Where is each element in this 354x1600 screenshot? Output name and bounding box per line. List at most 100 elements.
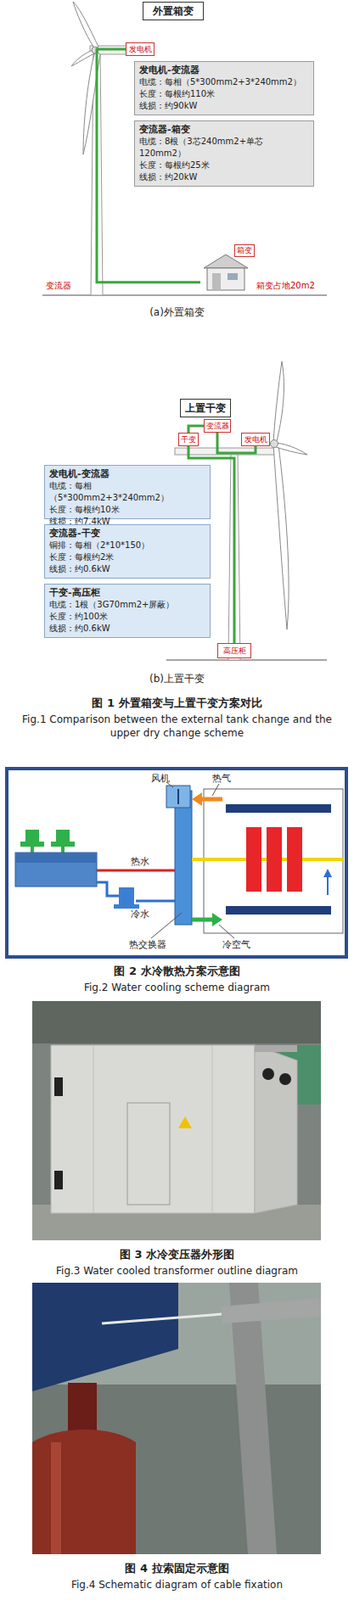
- transformer-photo-shape: [254, 1045, 298, 1214]
- water-cooling-scheme-shape: [286, 827, 303, 893]
- node-heading: 变流器-干变: [49, 528, 206, 540]
- water-cooling-scheme-shape: [191, 918, 214, 923]
- node-heading: 干变-高压柜: [49, 587, 206, 600]
- node-heading: 变流器: [206, 421, 230, 433]
- cable-fixation-photo-shape: [32, 1430, 136, 1556]
- turbine-b-shape: [273, 443, 308, 456]
- water-cooling-scheme-shape: [15, 853, 97, 888]
- info-box: 变流器-箱变电缆：8根（3芯240mm2+单芯120mm2）长度：每根约25米线…: [134, 120, 315, 187]
- water-cooling-scheme-shape: [200, 797, 223, 803]
- scheme-tag: 上置干变: [179, 398, 231, 418]
- node-text: 长度：约100米: [49, 611, 206, 624]
- node-heading: 发电机-变流器: [49, 468, 206, 481]
- node-text: 线损：约0.6kW: [49, 563, 206, 576]
- node-heading: 上置干变: [185, 401, 226, 416]
- part-box: 发电机: [241, 432, 270, 447]
- figure-title: 图 1 外置箱变与上置干变方案对比: [0, 696, 354, 712]
- turbine-b-shape: [273, 361, 284, 443]
- figure-title: 图 3 水冷变压器外形图: [0, 1247, 354, 1264]
- transformer-photo-shape: [262, 1068, 275, 1081]
- water-cooling-scheme-shape: [15, 853, 97, 864]
- water-cooling-scheme-shape: [246, 827, 262, 893]
- turbine-a: [42, 1, 327, 296]
- info-box: 变流器-干变铜排：每相（2*10*150）长度：每根约2米线损：约0.6kW: [44, 524, 211, 579]
- transformer-photo-shape: [50, 1045, 255, 1214]
- water-cooling-scheme-shape: [266, 827, 282, 893]
- part-box: 发电机: [125, 42, 155, 57]
- transformer-photo-shape: [54, 1171, 63, 1191]
- water-cooling-scheme-shape: [219, 925, 235, 939]
- callout-label: 风机: [147, 772, 174, 786]
- water-cooling-scheme-shape: [166, 786, 191, 809]
- part-box: 变流器: [203, 419, 231, 433]
- window: [227, 273, 238, 281]
- callout-label: 热气: [208, 772, 235, 786]
- figure-title: 图 2 水冷散热方案示意图: [0, 964, 354, 980]
- water-cooling-scheme-shape: [25, 830, 40, 843]
- water-cooling-scheme-shape: [323, 869, 332, 878]
- water-cooling-scheme-shape: [212, 913, 223, 928]
- cable-fixation-photo-shape: [229, 1283, 277, 1556]
- turbine-a-shape: [73, 1, 99, 50]
- water-cooling-scheme-shape: [212, 784, 220, 797]
- node-text: 线损：约0.6kW: [49, 623, 206, 635]
- callout-label: 热交换器: [123, 938, 172, 952]
- figure-title-en: Fig.4 Schematic diagram of cable fixatio…: [0, 1578, 354, 1593]
- water-cooling-scheme-shape: [174, 791, 192, 926]
- water-cooling-scheme-shape: [50, 842, 75, 848]
- water-cooling-scheme-shape: [96, 882, 119, 897]
- scheme-tag: 外置箱变: [142, 1, 204, 21]
- water-cooling-scheme-shape: [177, 789, 180, 805]
- transformer-photo-shape: [93, 1045, 95, 1214]
- figure-title-en: Fig.2 Water cooling scheme diagram: [0, 981, 354, 995]
- water-cooling-scheme-shape: [135, 900, 175, 904]
- node-text: 线损：约90kW: [139, 100, 310, 113]
- transformer-photo-shape: [212, 1045, 214, 1214]
- transformer-photo: [32, 1001, 321, 1242]
- cable-fixation-photo-shape: [32, 1283, 321, 1556]
- node-text: 长度：每根约25米: [139, 159, 310, 172]
- node-heading: 外置箱变: [152, 4, 194, 19]
- turbine-b-shape: [166, 659, 327, 662]
- cable-fixation-photo-shape: [67, 1383, 97, 1435]
- cable-fixation-photo: [32, 1283, 321, 1556]
- transformer-photo-shape: [32, 1001, 321, 1045]
- turbine-a-shape: [42, 294, 327, 297]
- subfigure-caption: (a)外置箱变: [0, 305, 354, 321]
- node-text: 电缆：1根（3G70mm2+屏蔽）: [49, 599, 206, 612]
- part-box: 高压柜: [217, 643, 252, 659]
- water-cooling-scheme-shape: [225, 906, 332, 916]
- node-text: 电缆：每相（5*300mm2+3*240mm2）: [49, 480, 206, 505]
- cable-connector: [188, 426, 204, 433]
- part-box: 干变: [178, 432, 199, 447]
- node-heading: 发电机: [244, 434, 268, 446]
- callout-label: 冷空气: [217, 938, 255, 952]
- node-text: 长度：每根约110米: [139, 88, 310, 101]
- node-heading: 变流器-箱变: [139, 123, 310, 136]
- water-cooling-scheme-shape: [113, 904, 140, 910]
- part-label: 变流器: [45, 280, 92, 293]
- water-cooling-scheme-shape: [96, 870, 175, 873]
- transformer-photo-shape: [254, 1045, 298, 1053]
- turbine-b-shape: [273, 444, 289, 630]
- cable-fixation-photo-shape: [220, 1298, 321, 1325]
- water-cooling-scheme-shape: [151, 913, 182, 939]
- node-heading: 发电机-变流器: [139, 64, 310, 77]
- node-text: 铜排：每相（2*10*150）: [49, 539, 206, 552]
- callout-label: 冷水: [127, 908, 153, 922]
- transformer-photo-shape: [127, 1103, 170, 1206]
- info-box: 发电机-变流器电缆：每相（5*300mm2+3*240mm2）长度：每根约10米…: [44, 465, 211, 520]
- transformer-photo-shape: [54, 1078, 63, 1097]
- info-box: 干变-高压柜电缆：1根（3G70mm2+屏蔽）长度：约100米线损：约0.6kW: [44, 584, 211, 639]
- water-cooling-scheme-shape: [191, 792, 203, 807]
- cable-fixation-photo-shape: [50, 1443, 62, 1556]
- subfigure-caption: (b)上置干变: [0, 672, 354, 687]
- water-cooling-scheme-shape: [225, 804, 332, 814]
- transformer-photo-shape: [178, 1117, 192, 1130]
- info-box: 发电机-变流器电缆：每相（5*300mm2+3*240mm2）长度：每根约110…: [134, 61, 315, 116]
- callout-label: 热水: [127, 855, 153, 869]
- node-text: 长度：每根约2米: [49, 551, 206, 564]
- figure-title: 图 4 拉索固定示意图: [0, 1562, 354, 1578]
- water-cooling-scheme: [6, 769, 347, 958]
